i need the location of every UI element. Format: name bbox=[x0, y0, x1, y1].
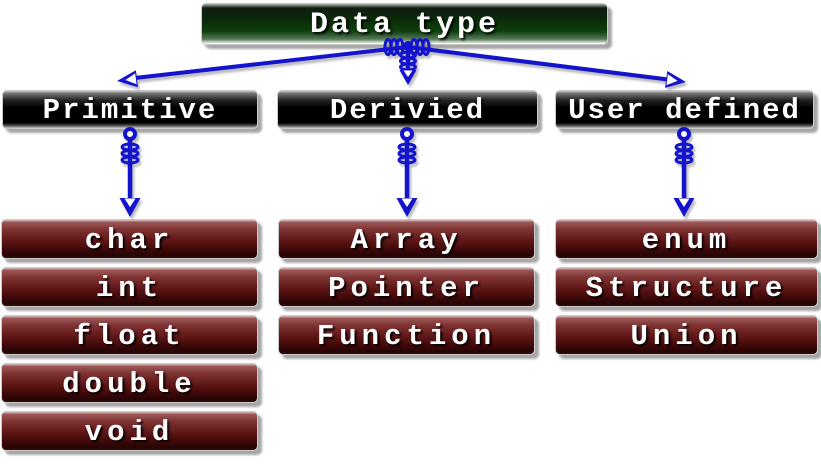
ring-icon bbox=[677, 127, 691, 141]
arrowhead-icon bbox=[673, 198, 695, 217]
node-function-label: Function bbox=[316, 319, 497, 353]
node-int-label: int bbox=[95, 271, 164, 305]
coil-icon bbox=[120, 142, 140, 165]
node-user-defined: User defined bbox=[555, 90, 814, 129]
node-derivied: Derivied bbox=[277, 90, 538, 129]
node-user-defined-label: User defined bbox=[568, 94, 801, 127]
node-data-type-label: Data type bbox=[309, 8, 500, 42]
arrow-derivied-to-children bbox=[396, 127, 418, 217]
ring-icon bbox=[123, 127, 137, 141]
node-structure-label: Structure bbox=[585, 271, 788, 305]
arrow-user-defined-to-children bbox=[673, 127, 695, 217]
node-derivied-label: Derivied bbox=[329, 94, 486, 127]
coil-icon bbox=[674, 142, 694, 165]
arrowhead-to-user-defined-icon bbox=[665, 71, 686, 88]
node-char-label: char bbox=[84, 223, 175, 257]
node-primitive-label: Primitive bbox=[42, 94, 218, 127]
arrowhead-to-primitive-icon bbox=[117, 70, 138, 88]
node-enum: enum bbox=[555, 219, 818, 259]
node-array-label: Array bbox=[350, 223, 463, 257]
arrowhead-icon bbox=[119, 198, 141, 217]
node-pointer: Pointer bbox=[278, 267, 535, 307]
node-enum-label: enum bbox=[641, 223, 732, 257]
node-float: float bbox=[1, 315, 258, 355]
node-data-type: Data type bbox=[201, 3, 608, 45]
hub-root bbox=[117, 38, 686, 88]
coil-icon bbox=[397, 142, 417, 165]
node-array: Array bbox=[278, 219, 535, 259]
node-function: Function bbox=[278, 315, 535, 355]
node-structure: Structure bbox=[555, 267, 818, 307]
node-double-label: double bbox=[62, 367, 197, 401]
node-char: char bbox=[1, 219, 258, 259]
ring-icon bbox=[400, 127, 414, 141]
node-void: void bbox=[1, 411, 258, 451]
node-float-label: float bbox=[73, 319, 186, 353]
arrowhead-to-derivied-icon bbox=[399, 70, 417, 85]
node-void-label: void bbox=[84, 415, 175, 449]
arrow-primitive-to-children bbox=[119, 127, 141, 217]
arrowhead-icon bbox=[396, 198, 418, 217]
node-int: int bbox=[1, 267, 258, 307]
node-primitive: Primitive bbox=[2, 90, 258, 129]
node-pointer-label: Pointer bbox=[328, 271, 485, 305]
node-double: double bbox=[1, 363, 258, 403]
node-union-label: Union bbox=[630, 319, 743, 353]
node-union: Union bbox=[555, 315, 818, 355]
